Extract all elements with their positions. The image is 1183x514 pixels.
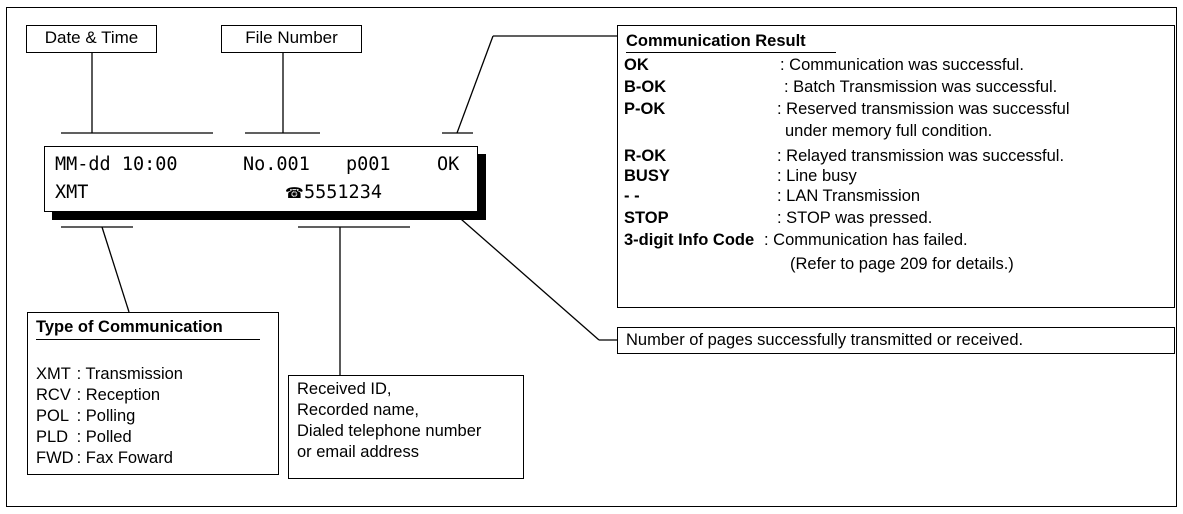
result-code: BUSY <box>624 167 670 185</box>
type-code: POL <box>36 407 70 425</box>
id-line: Recorded name, <box>297 401 419 419</box>
type-row: RCV : Reception <box>36 386 160 405</box>
id-line: or email address <box>297 443 419 461</box>
result-code: STOP <box>624 209 669 227</box>
result-desc: : Line busy <box>777 167 857 185</box>
type-desc: : Reception <box>76 386 161 404</box>
result-desc: (Refer to page 209 for details.) <box>790 255 1014 273</box>
phone-icon: ☎ <box>285 185 304 202</box>
display-file-number: No.001 <box>243 154 310 175</box>
diagram-frame <box>6 7 1177 507</box>
type-code: RCV <box>36 386 71 404</box>
type-row: PLD : Polled <box>36 428 132 447</box>
type-row: XMT : Transmission <box>36 365 183 384</box>
display-number: 5551234 <box>304 182 382 203</box>
type-of-communication-box: Type of Communication XMT : Transmission… <box>27 312 279 475</box>
result-code: B-OK <box>624 78 667 96</box>
received-id-box: Received ID, Recorded name, Dialed telep… <box>288 375 524 479</box>
result-title-underline <box>626 52 836 53</box>
result-desc: : Reserved transmission was successful <box>777 100 1070 118</box>
result-desc: under memory full condition. <box>785 122 993 140</box>
file-number-label: File Number <box>221 25 362 53</box>
display-result: OK <box>437 154 460 175</box>
display-type: XMT <box>55 182 89 203</box>
type-row: FWD : Fax Foward <box>36 449 173 468</box>
result-title: Communication Result <box>626 32 806 50</box>
result-code: - - <box>624 187 640 205</box>
result-code: R-OK <box>624 147 667 165</box>
display-page-count: p001 <box>346 154 391 175</box>
date-time-label: Date & Time <box>26 25 157 53</box>
result-desc: : Communication was successful. <box>780 56 1024 74</box>
type-code: FWD <box>36 449 74 467</box>
id-line: Received ID, <box>297 380 392 398</box>
display-date-time: MM-dd 10:00 <box>55 154 178 175</box>
type-code: PLD <box>36 428 69 446</box>
communication-result-box: Communication Result OK : Communication … <box>617 25 1175 308</box>
type-title: Type of Communication <box>36 318 223 336</box>
pages-note: Number of pages successfully transmitted… <box>626 331 1024 349</box>
pages-note-box: Number of pages successfully transmitted… <box>617 327 1175 354</box>
type-desc: : Transmission <box>76 365 183 383</box>
type-desc: : Fax Foward <box>76 449 173 467</box>
result-desc: : STOP was pressed. <box>777 209 933 227</box>
result-code: 3-digit Info Code <box>624 231 755 249</box>
id-line: Dialed telephone number <box>297 422 482 440</box>
result-desc: : Relayed transmission was successful. <box>777 147 1065 165</box>
result-code: P-OK <box>624 100 666 118</box>
result-desc: : Batch Transmission was successful. <box>784 78 1058 96</box>
display-panel: MM-dd 10:00 No.001 p001 OK XMT ☎ 5551234 <box>44 146 478 212</box>
result-desc: : LAN Transmission <box>777 187 921 205</box>
type-desc: : Polled <box>76 428 132 446</box>
result-code: OK <box>624 56 649 74</box>
type-desc: : Polling <box>76 407 136 425</box>
type-code: XMT <box>36 365 71 383</box>
type-row: POL : Polling <box>36 407 135 426</box>
result-desc: : Communication has failed. <box>764 231 968 249</box>
type-title-underline <box>36 339 260 340</box>
